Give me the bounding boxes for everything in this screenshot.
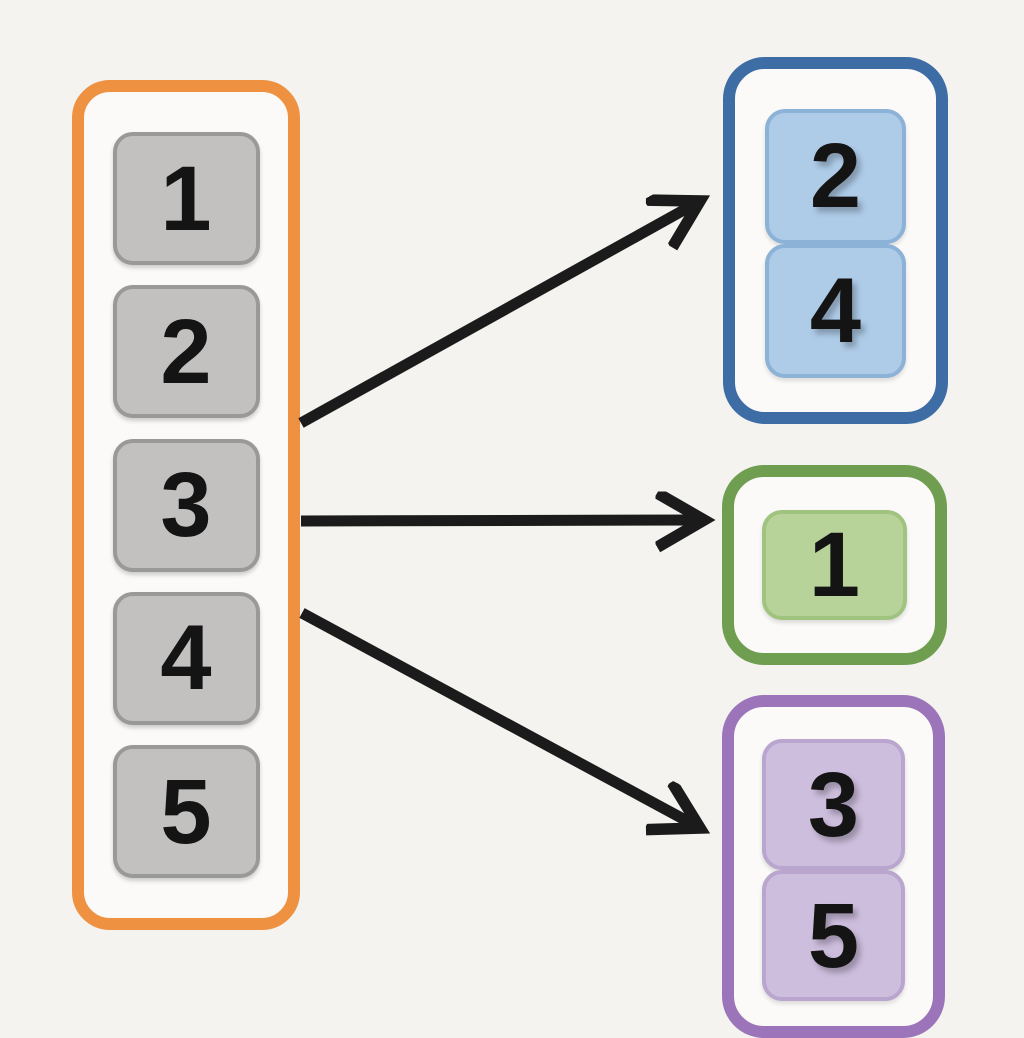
blue-group-cell-1: 2 [765, 109, 906, 244]
blue-group-cell-1-label: 2 [809, 125, 862, 228]
blue-group-container: 2 4 [723, 57, 948, 424]
source-cell-4-label: 4 [160, 607, 212, 710]
arrow-source-to-blue-group [298, 201, 700, 428]
green-group-container: 1 [722, 465, 947, 665]
purple-group-cell-1-label: 3 [807, 753, 860, 856]
source-cell-4: 4 [112, 591, 260, 725]
blue-group-cell-2: 4 [765, 243, 906, 378]
purple-group-cell-2: 5 [762, 870, 905, 1001]
arrow-source-to-green-group [300, 520, 704, 521]
green-group-cell-1: 1 [762, 510, 907, 620]
source-cell-5-label: 5 [160, 760, 212, 863]
source-cell-1-label: 1 [160, 147, 212, 250]
green-group-cell-1-label: 1 [808, 514, 861, 616]
source-cell-5: 5 [112, 745, 260, 878]
source-cell-2-label: 2 [160, 300, 212, 403]
blue-group-cell-2-label: 4 [809, 259, 862, 362]
source-cell-2: 2 [112, 285, 260, 419]
purple-group-container: 3 5 [722, 695, 945, 1038]
purple-group-cell-1: 3 [762, 739, 905, 870]
source-cell-3: 3 [112, 438, 260, 572]
purple-group-cell-2-label: 5 [807, 884, 860, 987]
source-cell-3-label: 3 [160, 454, 212, 556]
source-cell-1: 1 [112, 132, 260, 265]
source-list-container: 1 2 3 4 5 [72, 80, 300, 930]
arrow-source-to-purple-group [299, 608, 700, 828]
